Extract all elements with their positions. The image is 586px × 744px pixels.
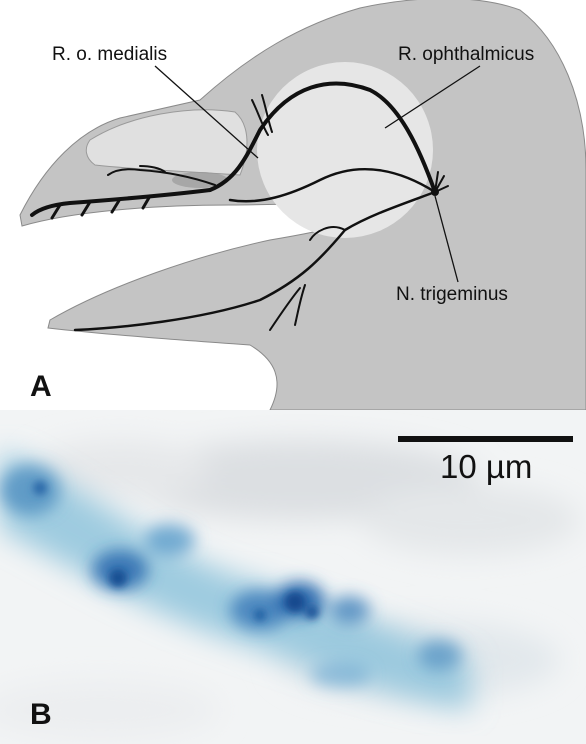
label-r-o-medialis: R. o. medialis: [52, 44, 167, 66]
scale-bar-line: [398, 436, 573, 442]
label-n-trigeminus: N. trigeminus: [396, 284, 508, 306]
eye-region: [257, 62, 433, 238]
panel-b-micrograph: 10 µm B: [0, 410, 586, 744]
beak-cere: [86, 110, 247, 175]
panel-letter-b: B: [30, 698, 52, 732]
panel-a-schematic: R. o. medialis R. ophthalmicus N. trigem…: [0, 0, 586, 410]
panel-letter-a: A: [30, 370, 52, 404]
trigeminal-ganglion: [431, 188, 439, 196]
scale-bar-label: 10 µm: [440, 448, 532, 486]
label-r-ophthalmicus: R. ophthalmicus: [398, 44, 534, 66]
